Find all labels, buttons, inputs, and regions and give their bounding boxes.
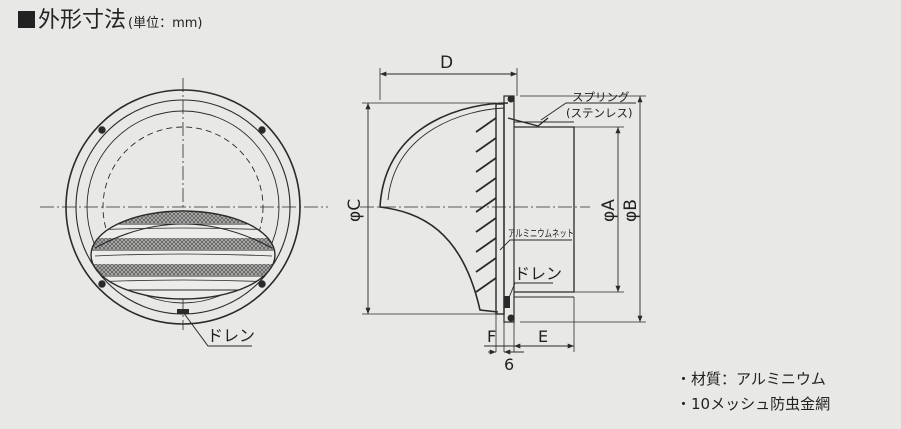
side-view xyxy=(360,68,646,355)
title-heading: 外形寸法 xyxy=(38,8,127,33)
side-drain-slot xyxy=(504,296,510,308)
dim-f-label: F xyxy=(487,327,496,346)
drain-side-label: ドレン xyxy=(514,264,562,283)
note-material: ・材質：アルミニウム xyxy=(676,370,826,388)
dim-a-label: φA xyxy=(599,199,619,222)
drain-side-leader xyxy=(507,282,553,301)
front-screw-bottom-right xyxy=(258,280,266,288)
square-bullet-icon xyxy=(18,11,35,28)
front-hood-top-curve xyxy=(94,223,273,249)
dim-d-label: D xyxy=(440,53,453,73)
side-spring-top-knob xyxy=(507,95,515,103)
front-drain-label: ドレン xyxy=(207,326,255,345)
section-title: 外形寸法 (単位：mm) xyxy=(18,6,203,39)
dim-c-label: φC xyxy=(345,199,365,222)
front-hood-outline xyxy=(90,210,276,300)
title-unit: (単位：mm) xyxy=(128,16,203,31)
front-louver-group xyxy=(91,211,275,299)
side-flange-lip xyxy=(503,95,515,323)
front-view xyxy=(40,78,328,347)
front-screw-top-left xyxy=(98,126,106,134)
front-drain-leader xyxy=(182,311,252,347)
dim-b-label: φB xyxy=(621,199,641,222)
front-outer-rim xyxy=(65,89,301,325)
front-mesh-band-3 xyxy=(91,264,275,275)
spring-label-line1: スプリング xyxy=(572,90,630,104)
spring-label-line2: (ステンレス) xyxy=(566,106,632,120)
net-leader xyxy=(499,239,572,251)
side-louver-blades xyxy=(475,117,497,293)
front-drain-slot xyxy=(177,309,189,314)
front-mesh-band-2 xyxy=(91,238,275,249)
side-hood-inner xyxy=(387,107,505,201)
spec-notes: ・材質：アルミニウム ・10メッシュ防虫金網 xyxy=(676,367,830,417)
net-label: アルミニウムネット xyxy=(508,228,574,240)
side-flange-plate xyxy=(495,103,505,315)
front-screw-top-right xyxy=(258,126,266,134)
dim-e-label: E xyxy=(538,327,548,346)
side-spring-bottom-knob xyxy=(507,314,515,322)
side-spring-top xyxy=(507,117,549,127)
front-mesh-band-1 xyxy=(91,212,275,223)
side-hood-outer xyxy=(379,102,509,313)
spring-leader xyxy=(540,102,636,121)
front-flange-ring xyxy=(86,110,280,304)
dim-6-label: 6 xyxy=(504,355,514,374)
front-screw-bottom-left xyxy=(98,280,106,288)
note-mesh: ・10メッシュ防虫金網 xyxy=(676,395,831,413)
side-duct-body xyxy=(514,126,575,293)
